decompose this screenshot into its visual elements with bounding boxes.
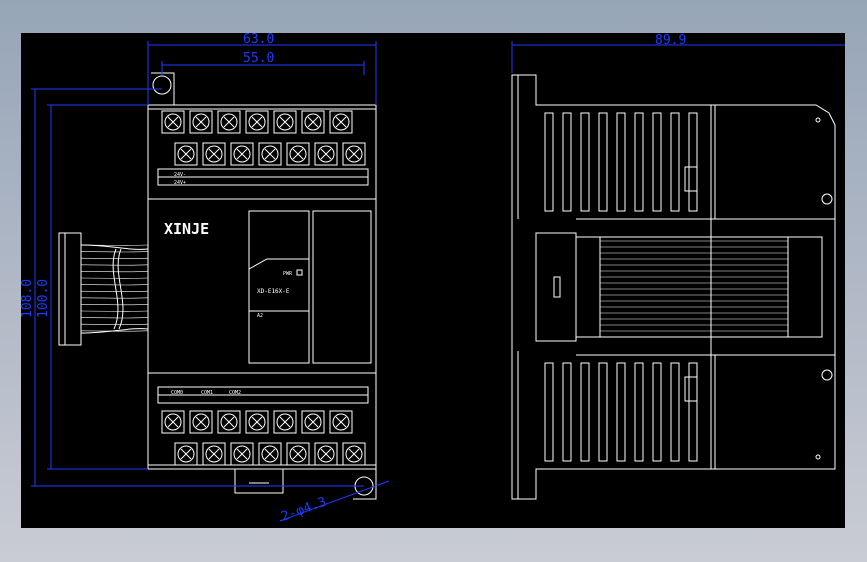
vent-slot: [562, 362, 572, 462]
terminal-screw: [245, 410, 269, 434]
terminal-screw: [161, 110, 185, 134]
terminal-screw: [314, 442, 338, 466]
display-window-right: [312, 210, 372, 364]
terminal-label-com0: COM0: [171, 390, 183, 396]
side-view: [511, 74, 836, 500]
vent-slot: [670, 112, 680, 212]
display-window-left: [248, 210, 310, 364]
terminal-screw: [286, 442, 310, 466]
terminal-screw: [258, 442, 282, 466]
terminal-screw: [217, 410, 241, 434]
terminal-screw: [189, 410, 213, 434]
vent-slot: [598, 362, 608, 462]
terminal-label-com2: COM2: [229, 390, 241, 396]
vent-slot: [634, 112, 644, 212]
terminal-screw: [230, 142, 254, 166]
sub-label: A2: [257, 313, 263, 319]
terminal-screw: [189, 110, 213, 134]
front-view: [58, 72, 377, 500]
terminal-screw: [329, 110, 353, 134]
terminal-screw: [286, 142, 310, 166]
dim-front-height-outer: 108.0: [21, 279, 35, 318]
vent-slot: [652, 362, 662, 462]
ribbon-connector: [58, 232, 82, 346]
vent-slot: [562, 112, 572, 212]
terminal-blocks: [161, 110, 366, 466]
terminal-screw: [273, 110, 297, 134]
vent-slot: [688, 362, 698, 462]
vent-slot: [616, 362, 626, 462]
vent-slot: [544, 362, 554, 462]
terminal-screw: [202, 442, 226, 466]
vent-slot: [688, 112, 698, 212]
vent-slot: [580, 362, 590, 462]
vent-slot: [652, 112, 662, 212]
din-clip: [234, 468, 284, 494]
terminal-screw: [174, 442, 198, 466]
side-vent-slots: [544, 112, 698, 462]
dim-hole-note: 2-φ4.3: [279, 495, 328, 525]
terminal-screw: [174, 142, 198, 166]
terminal-screw: [258, 142, 282, 166]
vent-slot: [598, 112, 608, 212]
brand-logo: XINJE: [164, 220, 209, 238]
terminal-screw: [329, 410, 353, 434]
terminal-screw: [245, 110, 269, 134]
terminal-screw: [217, 110, 241, 134]
vent-slot: [616, 112, 626, 212]
terminal-screw: [202, 142, 226, 166]
terminal-screw: [230, 442, 254, 466]
terminal-label-com1: COM1: [201, 390, 213, 396]
terminal-screw: [342, 142, 366, 166]
cad-viewport[interactable]: XINJE XD-E16X-E PWR A2 24V- 24V+ COM0 CO…: [21, 33, 845, 528]
terminal-screw: [301, 410, 325, 434]
terminal-screw: [342, 442, 366, 466]
terminal-screw: [273, 410, 297, 434]
side-mount-hole-bottom: [821, 369, 833, 381]
dim-front-height-inner: 100.0: [36, 279, 51, 318]
dim-front-width-outer: 63.0: [243, 33, 274, 47]
model-label: XD-E16X-E: [257, 288, 290, 295]
terminal-label-24v-plus: 24V+: [174, 180, 186, 186]
dim-side-width: 89.9: [655, 33, 686, 48]
side-ribbon-cable: [600, 240, 788, 332]
terminal-label-24v-minus: 24V-: [174, 172, 186, 178]
cad-drawing: XINJE XD-E16X-E PWR A2 24V- 24V+ COM0 CO…: [21, 33, 845, 525]
side-mount-hole-top: [821, 193, 833, 205]
vent-slot: [670, 362, 680, 462]
terminal-screw: [161, 410, 185, 434]
mount-hole-top: [152, 75, 172, 95]
vent-slot: [544, 112, 554, 212]
vent-slot: [634, 362, 644, 462]
ribbon-cable: [80, 244, 149, 332]
vent-slot: [580, 112, 590, 212]
dim-front-width-inner: 55.0: [243, 51, 274, 66]
status-label: PWR: [283, 271, 293, 277]
dimension-lines: [31, 41, 845, 522]
terminal-screw: [314, 142, 338, 166]
terminal-screw: [301, 110, 325, 134]
